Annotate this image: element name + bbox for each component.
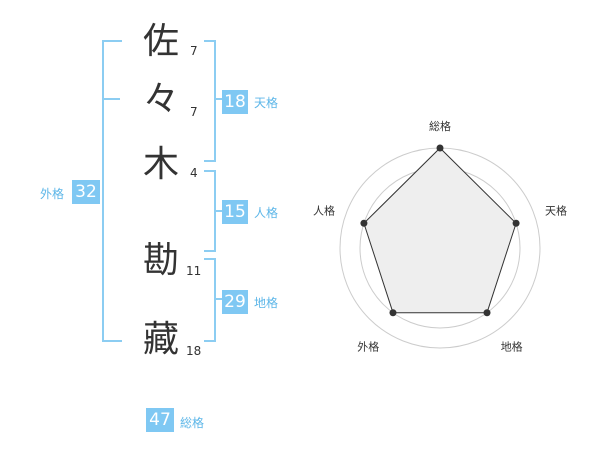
- jinkaku-badge: 15: [222, 200, 248, 224]
- name-char-3: 木: [143, 144, 180, 185]
- radar-point-4: [389, 309, 397, 317]
- soukaku-badge: 47: [146, 408, 174, 432]
- radar-point-5: [360, 219, 368, 227]
- jinkaku-bracket-tick: [214, 210, 222, 212]
- radar-axis-label: 地格: [501, 340, 523, 354]
- radar-data-polygon: [363, 147, 517, 314]
- stroke-count-2: 7: [190, 105, 198, 119]
- gaikaku-badge: 32: [72, 180, 100, 204]
- radar-axis-label: 外格: [357, 340, 379, 354]
- chikaku-badge: 29: [222, 290, 248, 314]
- radar-point-1: [436, 144, 444, 152]
- tenkaku-bracket: [204, 40, 216, 162]
- name-char-1: 佐: [143, 21, 180, 62]
- radar-point-3: [483, 309, 491, 317]
- stroke-count-4: 11: [186, 264, 202, 278]
- stroke-count-5: 18: [186, 344, 202, 358]
- radar-axis-label: 人格: [313, 203, 335, 217]
- name-char-2: 々: [143, 79, 180, 120]
- radar-points: [360, 144, 520, 317]
- stroke-count-1: 7: [190, 44, 198, 58]
- tenkaku-label: 天格: [254, 96, 279, 110]
- radar-axis-label: 天格: [545, 203, 567, 217]
- chikaku-bracket-tick: [214, 298, 222, 300]
- gaikaku-bracket-tick: [102, 98, 120, 100]
- gaikaku-label: 外格: [40, 187, 65, 201]
- jinkaku-label: 人格: [254, 206, 279, 220]
- name-char-5: 藏: [143, 319, 180, 360]
- radar-point-2: [512, 219, 520, 227]
- chikaku-label: 地格: [254, 296, 279, 310]
- soukaku-label: 総格: [180, 416, 205, 430]
- name-char-4: 勘: [143, 240, 180, 281]
- tenkaku-badge: 18: [222, 90, 248, 114]
- radar-axis-label: 総格: [429, 119, 451, 133]
- gaikaku-bracket: [102, 40, 122, 342]
- chikaku-bracket: [204, 258, 216, 342]
- tenkaku-bracket-tick: [214, 98, 222, 100]
- stroke-count-3: 4: [190, 166, 198, 180]
